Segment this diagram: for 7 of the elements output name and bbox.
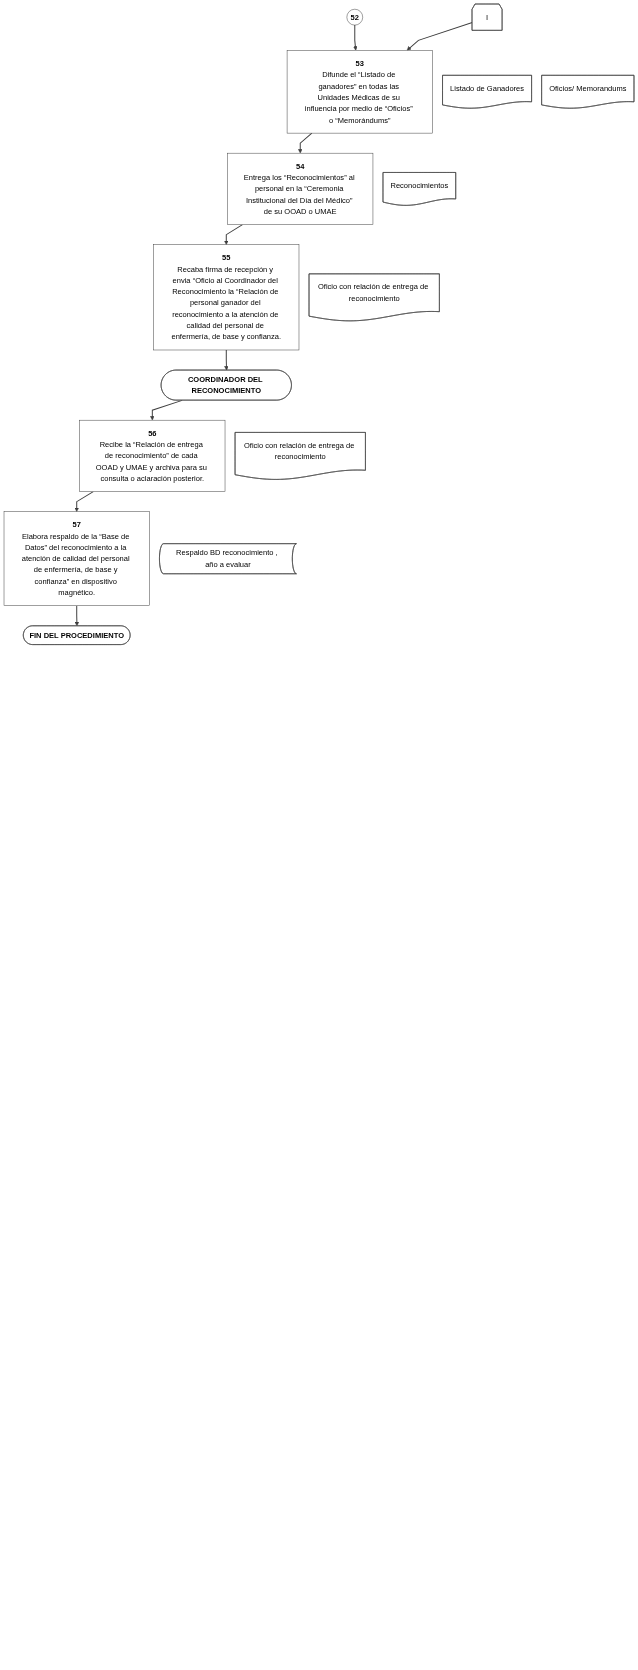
arrow <box>74 491 94 512</box>
arrow <box>224 349 229 371</box>
arrow <box>406 22 473 51</box>
arrow <box>224 224 243 245</box>
arrow <box>353 24 358 51</box>
arrow <box>298 132 313 154</box>
arrow <box>74 605 80 627</box>
